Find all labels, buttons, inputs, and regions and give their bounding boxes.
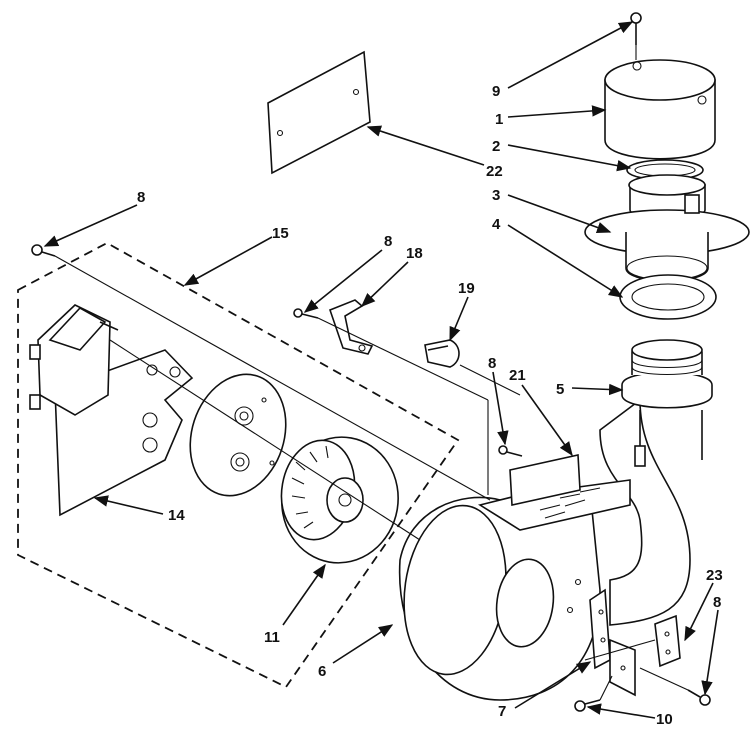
- part-22-plate: [267, 50, 371, 175]
- part-4-gasket: [619, 274, 717, 320]
- callout-23: 23: [706, 567, 723, 584]
- callout-5: 5: [556, 381, 564, 398]
- part-1-cap: [604, 59, 716, 160]
- screw-8-duct: [498, 445, 523, 457]
- callout-4: 4: [492, 216, 501, 233]
- part-9-screw: [630, 12, 642, 45]
- part-5-adapter: [621, 339, 713, 467]
- callout-8-left: 8: [137, 189, 145, 206]
- callout-1: 1: [495, 111, 503, 128]
- leader-lines: [43, 21, 719, 719]
- callout-11: 11: [264, 629, 280, 646]
- callout-8-bracket: 8: [384, 233, 392, 250]
- callout-8-right: 8: [713, 594, 721, 611]
- screw-10: [574, 699, 601, 712]
- callout-2: 2: [492, 138, 500, 155]
- motor-end-plate: [189, 373, 287, 497]
- callout-14: 14: [168, 507, 185, 524]
- part-23-bracket: [654, 614, 681, 668]
- part-18-bracket: [328, 299, 374, 355]
- part-7-bracket: [589, 588, 636, 697]
- part-6-blower-housing: [398, 398, 691, 701]
- part-14-motor: [29, 304, 119, 416]
- callout-10: 10: [656, 711, 673, 728]
- callout-15: 15: [272, 225, 289, 242]
- screw-8-left: [31, 244, 56, 257]
- callout-21: 21: [509, 367, 526, 384]
- callout-8-duct: 8: [488, 355, 496, 372]
- callout-3: 3: [492, 187, 500, 204]
- callout-6: 6: [318, 663, 326, 680]
- assembly-lines: [54, 45, 689, 701]
- screw-8-bracket: [293, 308, 319, 319]
- assembly-boundary-15: [17, 241, 460, 689]
- part-21-cover: [509, 454, 581, 506]
- callout-labels: 9 1 2 3 4 22 8 15 8 18 19 8 21 5 14 11 6…: [137, 83, 723, 728]
- callout-7: 7: [498, 703, 506, 720]
- part-19-switch: [424, 339, 460, 368]
- callout-22: 22: [486, 163, 503, 180]
- callout-9: 9: [492, 83, 500, 100]
- part-11-blower-wheel: [280, 436, 399, 564]
- part-3-flange: [584, 174, 750, 282]
- callout-18: 18: [406, 245, 423, 262]
- screw-8-right: [687, 689, 711, 706]
- callout-19: 19: [458, 280, 475, 297]
